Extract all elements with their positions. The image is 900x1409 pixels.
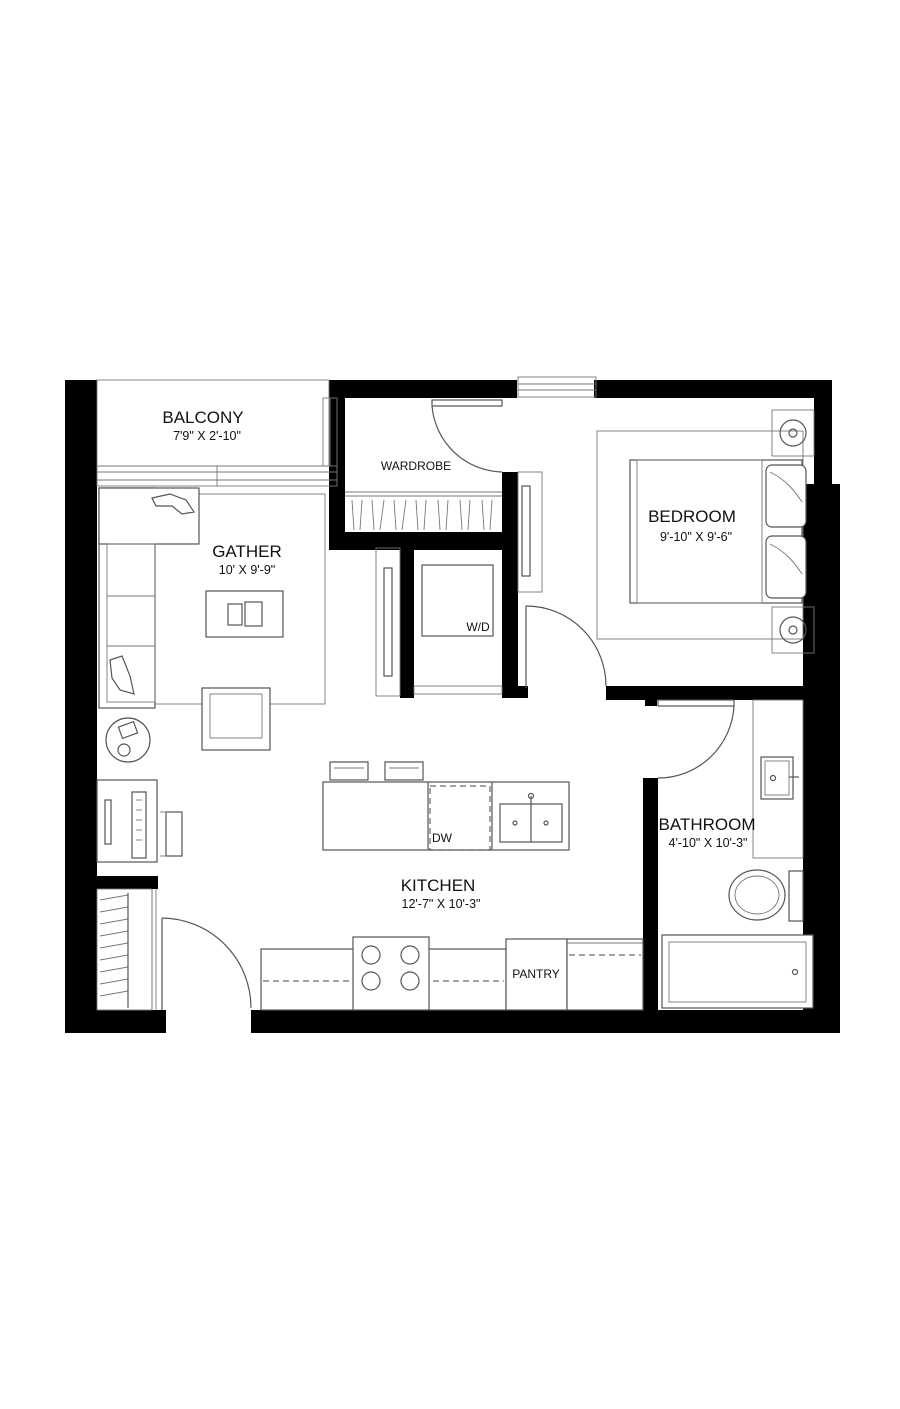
bar-stool bbox=[384, 761, 424, 781]
bedroom-closet-door[interactable] bbox=[517, 471, 543, 593]
refrigerator bbox=[566, 938, 644, 1011]
wall-bath-left bbox=[643, 778, 658, 1033]
bar-stool bbox=[329, 761, 369, 781]
wall-bottom-right bbox=[251, 1010, 840, 1033]
armchair bbox=[201, 687, 271, 751]
wall-desk-divider bbox=[97, 876, 158, 889]
burner-icon bbox=[400, 971, 420, 991]
pantry bbox=[505, 938, 568, 1011]
window-top bbox=[517, 376, 597, 398]
burner-icon bbox=[400, 945, 420, 965]
wardrobe-interior bbox=[345, 491, 502, 531]
lamp-icon bbox=[779, 419, 807, 447]
wall-closet-stub bbox=[516, 686, 528, 698]
range bbox=[352, 936, 430, 1011]
monitor-icon bbox=[104, 799, 112, 845]
balcony-dims: 7'9" X 2'-10" bbox=[173, 429, 241, 443]
nightstand bbox=[771, 409, 815, 457]
book-icon bbox=[244, 601, 263, 627]
throw-pillow-icon bbox=[151, 493, 196, 515]
bedroom-rug bbox=[596, 430, 804, 640]
bedroom-furniture bbox=[596, 409, 815, 654]
laundry-closet bbox=[413, 564, 503, 695]
living-furniture bbox=[98, 487, 401, 763]
toilet-tank bbox=[788, 870, 804, 922]
washer-dryer bbox=[421, 564, 494, 637]
dishwasher-label: DW bbox=[432, 831, 453, 845]
media-console bbox=[375, 547, 401, 697]
bathroom-door[interactable] bbox=[657, 699, 735, 779]
bathroom-label: BATHROOM bbox=[659, 815, 756, 834]
island-counter bbox=[322, 781, 570, 851]
desk-chair bbox=[165, 811, 183, 857]
kitchen-dims: 12'-7" X 10'-3" bbox=[402, 897, 481, 911]
entry-closet bbox=[96, 888, 157, 1011]
lamp-icon bbox=[779, 616, 807, 644]
washer-dryer-label: W/D bbox=[466, 620, 490, 634]
sofa-back bbox=[98, 487, 200, 545]
burner-icon bbox=[361, 971, 381, 991]
vanity bbox=[752, 699, 804, 859]
toilet-icon bbox=[728, 869, 786, 921]
bedroom-label: BEDROOM bbox=[648, 507, 736, 526]
bedroom-dims: 9'-10" X 9'-6" bbox=[660, 530, 732, 544]
burner-icon bbox=[361, 945, 381, 965]
wall-closet-right bbox=[502, 550, 516, 698]
entry-door[interactable] bbox=[161, 917, 252, 1010]
walls bbox=[65, 380, 840, 1033]
wall-bedroom-bottom bbox=[606, 686, 832, 700]
book-icon bbox=[227, 603, 243, 626]
desk-area bbox=[96, 779, 183, 863]
bathtub bbox=[661, 934, 814, 1009]
gather-dims: 10' X 9'-9" bbox=[219, 563, 275, 577]
lamp-icon bbox=[117, 720, 139, 740]
desk bbox=[96, 779, 158, 863]
wardrobe-label: WARDROBE bbox=[381, 459, 451, 473]
bedroom-door[interactable] bbox=[525, 605, 607, 688]
pillow-icon bbox=[765, 535, 807, 599]
kitchen-counter bbox=[260, 936, 644, 1011]
sink-icon bbox=[760, 756, 794, 800]
labels: BALCONY 7'9" X 2'-10" GATHER 10' X 9'-9"… bbox=[162, 408, 755, 981]
nightstand bbox=[771, 606, 815, 654]
kitchen-label: KITCHEN bbox=[401, 876, 476, 895]
dishwasher bbox=[429, 785, 491, 851]
wall-top-right bbox=[594, 380, 832, 398]
wall-bottom-left bbox=[65, 1010, 166, 1033]
bathroom-fixtures bbox=[661, 699, 814, 1009]
gather-label: GATHER bbox=[212, 542, 282, 561]
wall-bath-stub bbox=[645, 698, 657, 706]
wall-wardrobe-right bbox=[502, 472, 516, 550]
wall-top-center bbox=[329, 380, 517, 398]
pantry-label: PANTRY bbox=[512, 967, 560, 981]
wall-bedroom-partition bbox=[516, 472, 518, 698]
wall-closet-left bbox=[400, 550, 414, 698]
balcony-label: BALCONY bbox=[162, 408, 243, 427]
pillow-icon bbox=[765, 464, 807, 528]
keyboard-icon bbox=[131, 791, 147, 859]
balcony-area bbox=[96, 379, 330, 467]
wardrobe-door[interactable] bbox=[431, 399, 503, 473]
wall-left bbox=[65, 380, 97, 1033]
kitchen-island bbox=[322, 761, 570, 851]
tv-icon bbox=[383, 567, 393, 677]
bathroom-dims: 4'-10" X 10'-3" bbox=[669, 836, 748, 850]
side-table bbox=[105, 717, 151, 763]
throw-pillow-icon bbox=[109, 655, 135, 695]
wall-wardrobe-bottom bbox=[329, 532, 516, 550]
